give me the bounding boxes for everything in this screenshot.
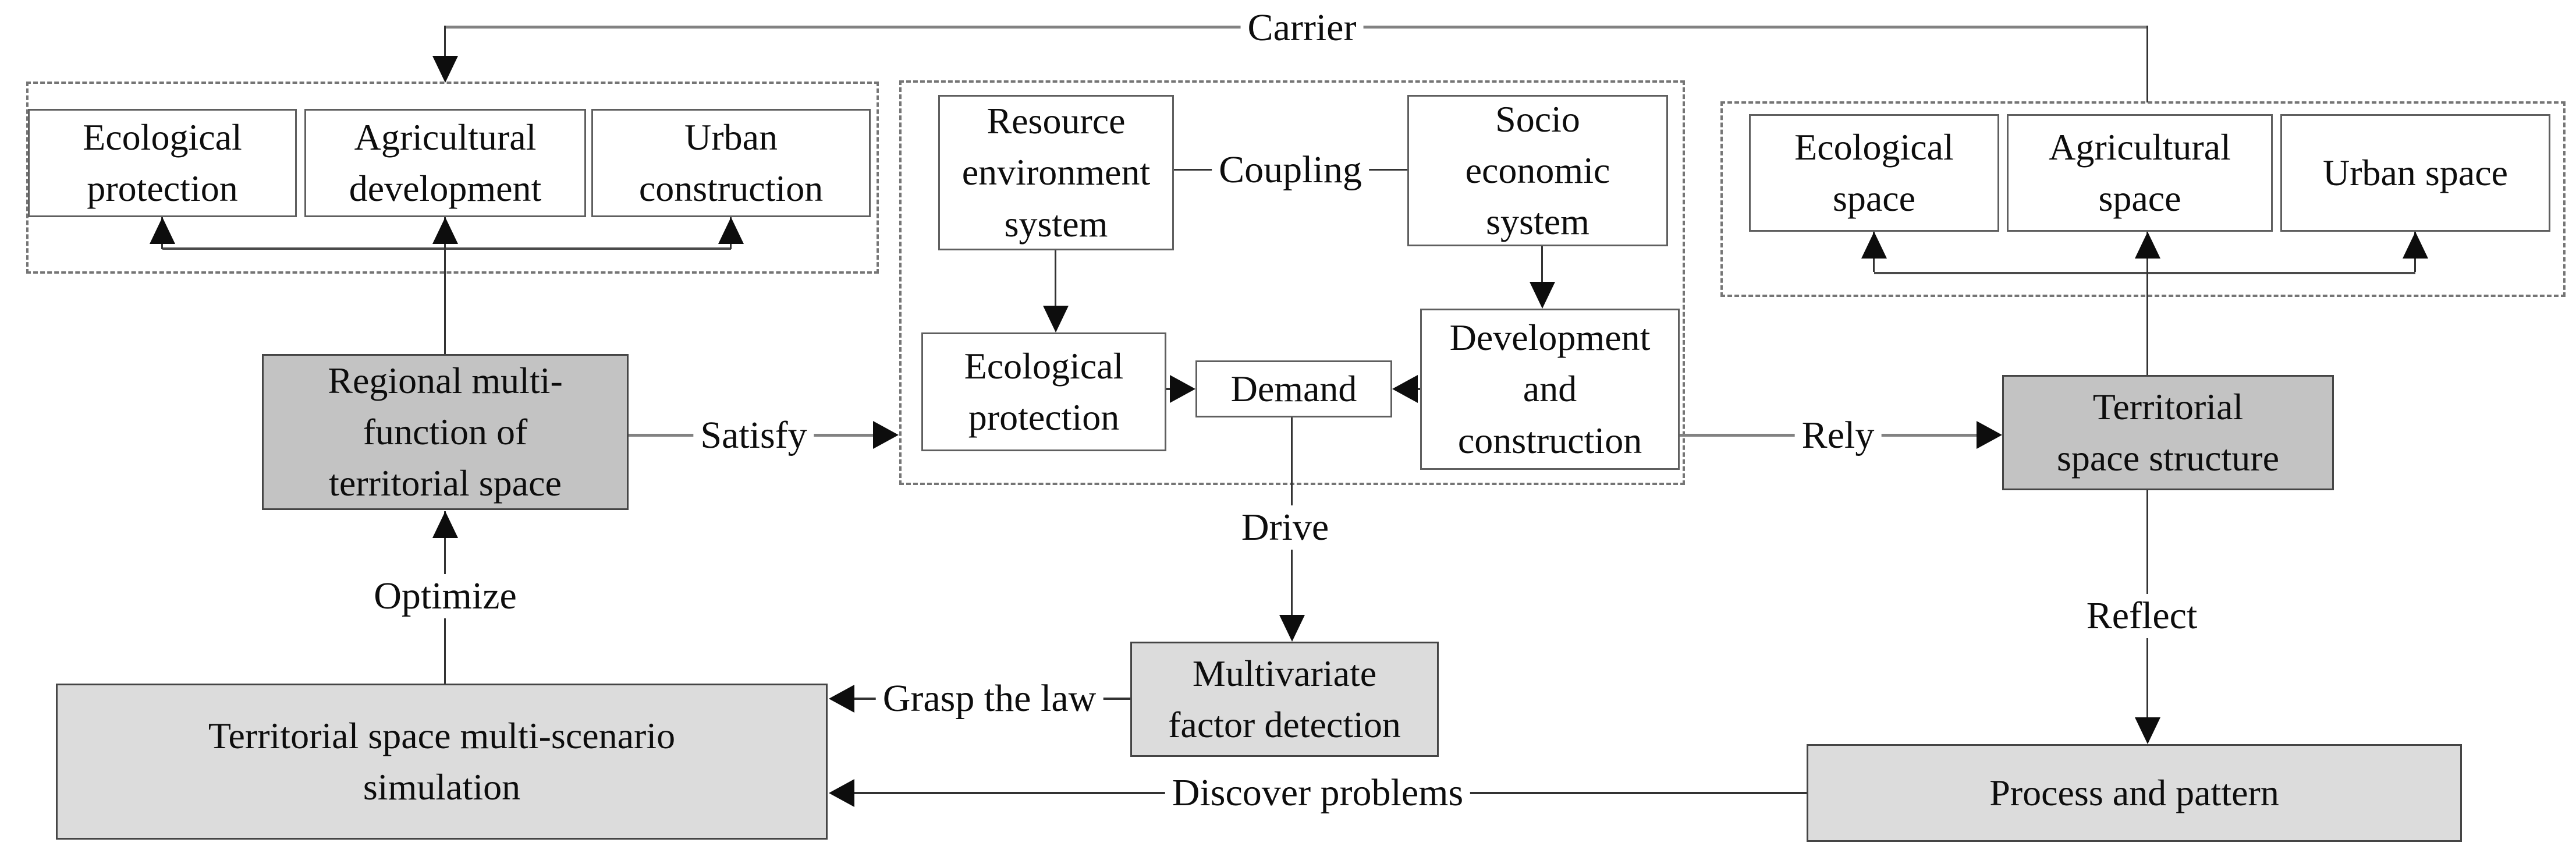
box-agricultural-space: Agricultural space — [2007, 114, 2273, 232]
arrowhead-into-urban-construction-icon — [718, 217, 744, 244]
arrowhead-carrier-into-functions-icon — [432, 56, 458, 83]
arrowhead-into-urban-space-icon — [2403, 232, 2428, 259]
box-regional-multifunction: Regional multi- function of territorial … — [262, 354, 629, 510]
line-spaces-bracket — [1874, 272, 2415, 274]
label-optimize: Optimize — [367, 574, 524, 618]
label-rely: Rely — [1794, 413, 1882, 458]
arrowhead-optimize-into-regional-icon — [432, 511, 458, 538]
arrowhead-satisfy-icon — [873, 421, 899, 449]
arrowhead-into-agricultural-space-icon — [2135, 232, 2160, 259]
arrowhead-grasp-into-simulation-icon — [829, 685, 854, 713]
label-satisfy: Satisfy — [693, 413, 814, 458]
arrowhead-into-ecological-space-icon — [1861, 232, 1887, 259]
label-reflect: Reflect — [2079, 594, 2205, 638]
arrowhead-rely-icon — [1977, 421, 2002, 449]
line-coupling-right — [1367, 169, 1407, 171]
line-spaces-stem — [2146, 272, 2148, 375]
line-functions-stem — [444, 249, 446, 354]
arrowhead-into-ecological-protection-icon — [150, 217, 175, 244]
box-urban-space: Urban space — [2280, 114, 2550, 232]
box-territorial-space-simulation: Territorial space multi-scenario simulat… — [56, 684, 828, 840]
group-territorial-spaces — [1720, 101, 2566, 297]
box-process-and-pattern: Process and pattern — [1807, 744, 2462, 842]
box-demand: Demand — [1195, 360, 1392, 417]
arrowhead-ecoprot-into-demand-icon — [1170, 375, 1195, 403]
line-resource-to-ecoprot — [1055, 250, 1056, 309]
arrowhead-resource-into-ecoprot-icon — [1043, 306, 1069, 332]
box-socio-economic-system: Socio economic system — [1407, 95, 1668, 246]
label-carrier: Carrier — [1240, 6, 1364, 50]
label-drive: Drive — [1234, 505, 1336, 550]
box-ecological-protection-demand: Ecological protection — [921, 332, 1166, 451]
group-territorial-functions — [26, 82, 879, 274]
arrowhead-drive-into-multivariate-icon — [1279, 615, 1305, 642]
box-agricultural-development-function: Agricultural development — [304, 109, 586, 217]
line-carrier-left-vertical — [444, 26, 446, 59]
label-discover-problems: Discover problems — [1165, 771, 1471, 815]
arrowhead-reflect-into-process-icon — [2135, 717, 2160, 744]
arrowhead-socio-into-devconstr-icon — [1530, 282, 1555, 309]
box-urban-construction-function: Urban construction — [591, 109, 871, 217]
arrowhead-devconstr-into-demand-icon — [1392, 375, 1418, 403]
line-carrier-right-vertical — [2146, 26, 2148, 102]
label-coupling: Coupling — [1212, 148, 1369, 192]
box-development-and-construction: Development and construction — [1420, 309, 1680, 470]
arrowhead-into-agricultural-development-icon — [432, 217, 458, 244]
line-functions-bracket — [162, 247, 731, 250]
box-multivariate-factor-detection: Multivariate factor detection — [1130, 642, 1439, 757]
line-socio-to-devconstr — [1541, 246, 1543, 285]
line-coupling-left — [1174, 169, 1215, 171]
box-ecological-space: Ecological space — [1749, 114, 1999, 232]
box-resource-environment-system: Resource environment system — [938, 95, 1174, 250]
box-territorial-space-structure: Territorial space structure — [2002, 375, 2334, 490]
arrowhead-discover-into-simulation-icon — [829, 779, 854, 807]
box-ecological-protection-function: Ecological protection — [28, 109, 297, 217]
label-grasp-the-law: Grasp the law — [875, 677, 1104, 721]
